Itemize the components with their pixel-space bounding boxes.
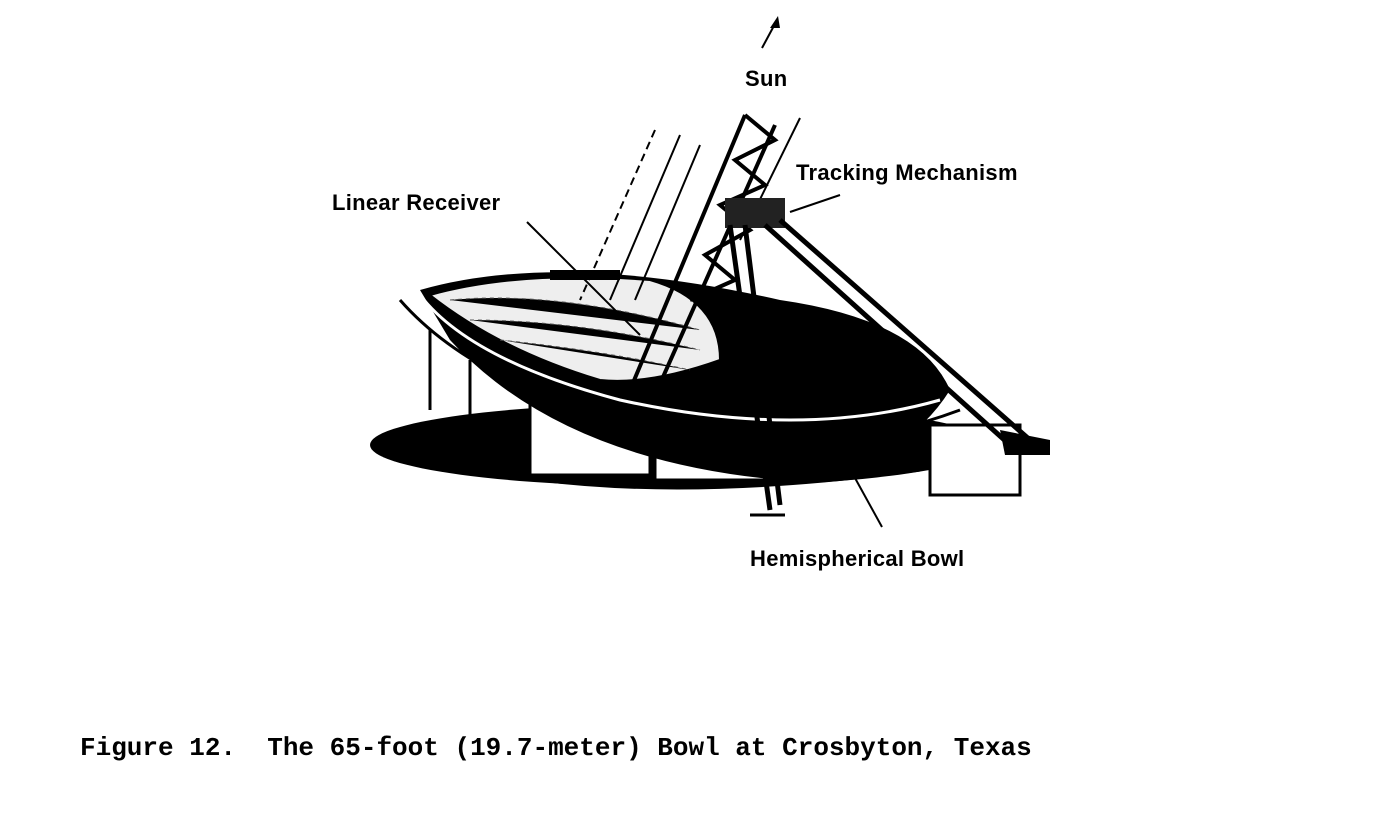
label-linear-receiver: Linear Receiver <box>332 190 501 215</box>
figure-caption: Figure 12. The 65-foot (19.7-meter) Bowl… <box>80 733 1032 763</box>
linear-receiver <box>550 270 620 280</box>
label-hemispherical-bowl: Hemispherical Bowl <box>750 546 965 571</box>
bowl-rim <box>418 294 941 422</box>
leader-lines <box>526 194 883 528</box>
tracking-mechanism <box>725 198 785 228</box>
receiver-tower <box>628 113 779 396</box>
label-tracking-mechanism: Tracking Mechanism <box>796 160 1018 185</box>
label-sun: Sun <box>745 66 788 91</box>
